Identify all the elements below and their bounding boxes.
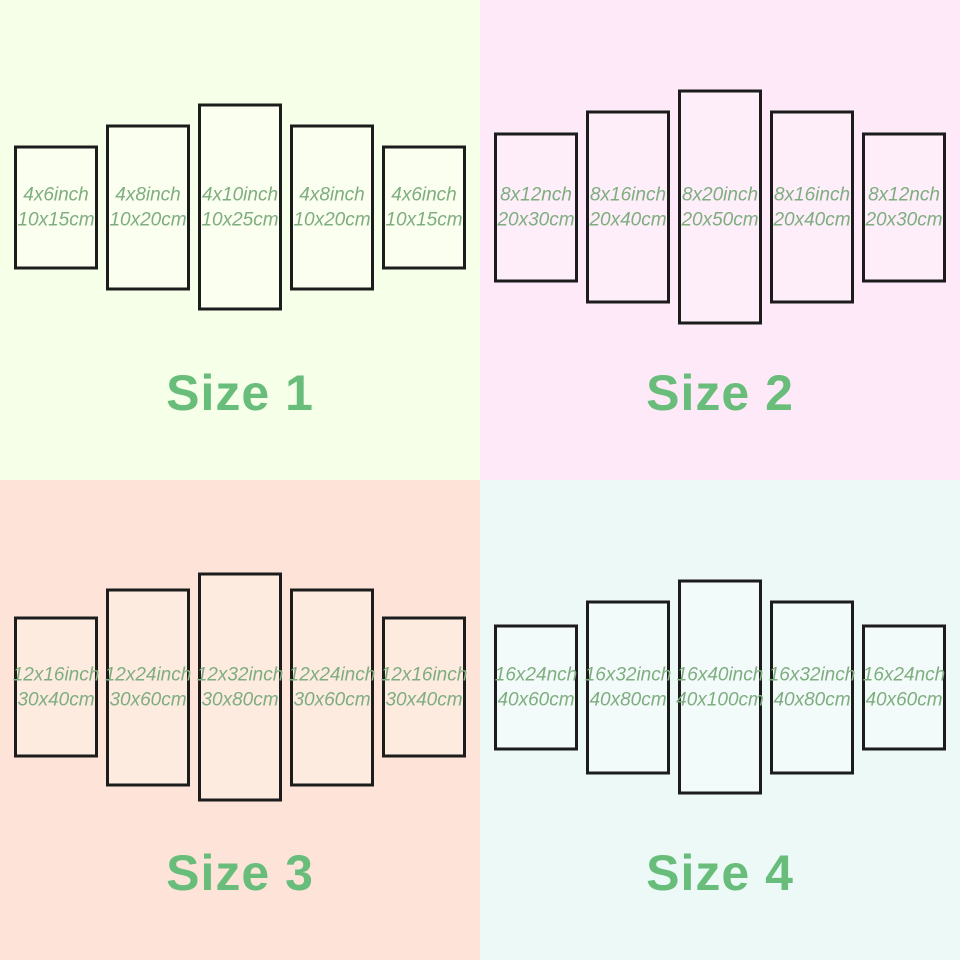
panel-size-inch: 16x32inch [584,664,672,685]
panel-size-inch: 4x10inch [201,184,279,205]
panel-size-cm: 20x50cm [681,209,759,230]
canvas-panel: 8x12nch 20x30cm [862,132,946,282]
canvas-panel: 16x32inch 40x80cm [768,600,856,774]
panel-size-inch: 12x24inch [288,664,376,685]
canvas-panel: 4x6inch 10x15cm [14,145,98,269]
panel-size-cm: 20x40cm [589,209,667,230]
panel-size-inch: 16x24nch [494,664,578,685]
panel-size-inch: 8x12nch [868,184,940,205]
panel-size-inch: 16x40inch [676,664,764,685]
size-label: Size 4 [646,845,794,901]
panel-size-inch: 16x32inch [768,664,856,685]
panel-size-inch: 8x20inch [681,184,759,205]
canvas-panel: 12x16inch 30x40cm [380,616,468,758]
size-2-section: 8x12nch 20x30cm 8x16inch 20x40cm 8x20inc… [480,0,960,480]
panel-size-cm: 30x60cm [293,689,371,710]
panel-size-cm: 40x80cm [773,689,851,710]
size-label: Size 1 [166,365,314,421]
canvas-panel: 12x16inch 30x40cm [12,616,100,758]
panel-size-inch: 8x16inch [773,184,851,205]
panel-size-inch: 16x24nch [862,664,946,685]
size-1-section: 4x6inch 10x15cm 4x8inch 10x20cm 4x10inch… [0,0,480,480]
canvas-panel: 8x12nch 20x30cm [494,132,578,282]
canvas-panel: 4x8inch 10x20cm [106,124,190,290]
panel-size-inch: 12x24inch [104,664,192,685]
panel-size-inch: 12x16inch [12,664,100,685]
panel-row: 16x24nch 40x60cm 16x32inch 40x80cm 16x40… [494,579,946,795]
panel-size-cm: 20x30cm [497,209,575,230]
panel-size-cm: 10x20cm [293,209,371,230]
panel-size-cm: 20x40cm [773,209,851,230]
panel-row: 8x12nch 20x30cm 8x16inch 20x40cm 8x20inc… [494,89,946,325]
panel-row: 4x6inch 10x15cm 4x8inch 10x20cm 4x10inch… [14,103,466,311]
panel-size-cm: 10x15cm [385,209,463,230]
panel-size-cm: 40x60cm [497,689,575,710]
canvas-panel: 4x8inch 10x20cm [290,124,374,290]
panel-size-inch: 4x6inch [23,184,89,205]
panel-size-inch: 8x12nch [500,184,572,205]
canvas-panel: 16x24nch 40x60cm [862,624,946,750]
canvas-panel: 16x32inch 40x80cm [584,600,672,774]
panel-size-cm: 10x20cm [109,209,187,230]
canvas-panel: 12x32inch 30x80cm [196,572,284,802]
canvas-panel: 16x40inch 40x100cm [676,579,764,795]
panel-size-cm: 30x40cm [385,689,463,710]
panel-size-cm: 10x25cm [201,209,279,230]
canvas-panel: 8x20inch 20x50cm [678,89,762,325]
panel-size-inch: 4x8inch [299,184,365,205]
panel-size-cm: 30x80cm [201,689,279,710]
canvas-panel: 12x24inch 30x60cm [288,588,376,786]
panel-size-inch: 8x16inch [589,184,667,205]
canvas-panel: 12x24inch 30x60cm [104,588,192,786]
panel-size-inch: 4x8inch [115,184,181,205]
panel-size-inch: 12x32inch [196,664,284,685]
size-label: Size 2 [646,365,794,421]
canvas-panel: 16x24nch 40x60cm [494,624,578,750]
panel-row: 12x16inch 30x40cm 12x24inch 30x60cm 12x3… [12,572,468,802]
canvas-panel: 4x6inch 10x15cm [382,145,466,269]
panel-size-cm: 40x80cm [589,689,667,710]
panel-size-cm: 30x60cm [109,689,187,710]
panel-size-cm: 10x15cm [17,209,95,230]
canvas-panel: 4x10inch 10x25cm [198,103,282,311]
size-3-section: 12x16inch 30x40cm 12x24inch 30x60cm 12x3… [0,480,480,960]
panel-size-inch: 12x16inch [380,664,468,685]
panel-size-cm: 40x60cm [865,689,943,710]
size-label: Size 3 [166,845,314,901]
canvas-panel: 8x16inch 20x40cm [586,110,670,304]
size-4-section: 16x24nch 40x60cm 16x32inch 40x80cm 16x40… [480,480,960,960]
panel-size-cm: 40x100cm [676,689,764,710]
canvas-panel: 8x16inch 20x40cm [770,110,854,304]
panel-size-inch: 4x6inch [391,184,457,205]
panel-size-cm: 20x30cm [865,209,943,230]
panel-size-cm: 30x40cm [17,689,95,710]
